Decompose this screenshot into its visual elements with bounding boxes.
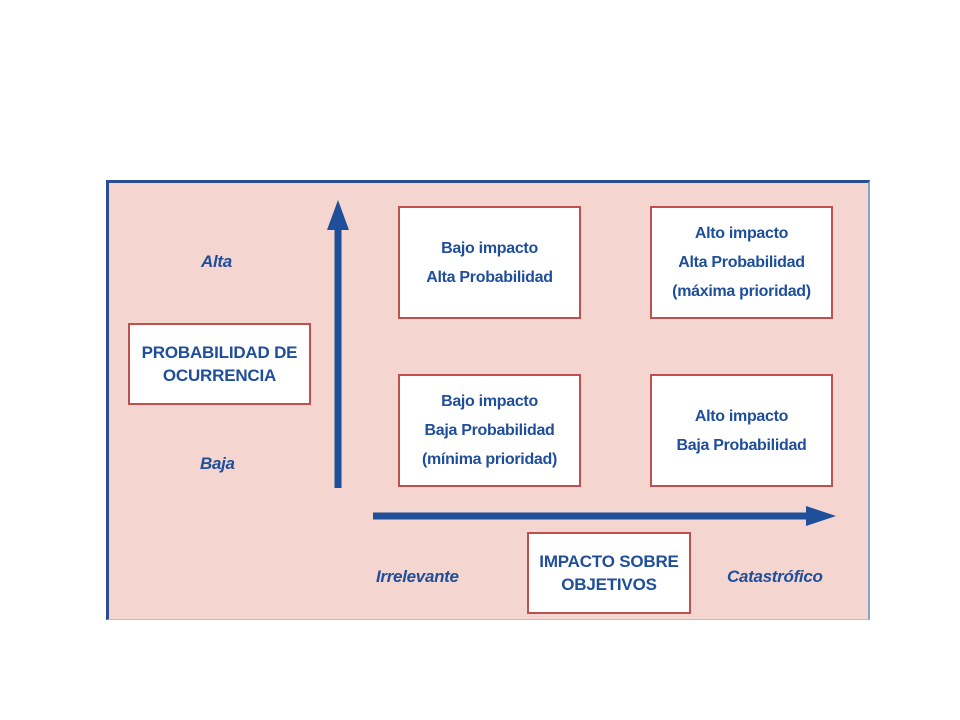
quadrant-bottom-right: Alto impacto Baja Probabilidad <box>650 374 833 487</box>
quadrant-text-line: Baja Probabilidad <box>424 422 555 439</box>
x-axis-title-line2: OBJETIVOS <box>561 575 657 594</box>
y-axis-high-label: Alta <box>201 252 232 271</box>
quadrant-bottom-left: Bajo impacto Baja Probabilidad (mínima p… <box>398 374 581 487</box>
y-axis-low-label: Baja <box>200 454 235 473</box>
x-axis-arrowhead <box>806 506 836 526</box>
x-axis-title-line1: IMPACTO SOBRE <box>539 552 679 571</box>
y-axis-arrowhead <box>327 200 349 230</box>
quadrant-text-line: (mínima prioridad) <box>421 451 558 468</box>
quadrant-top-left: Bajo impacto Alta Probabilidad <box>398 206 581 319</box>
y-axis-title-line2: OCURRENCIA <box>162 366 277 385</box>
y-axis-title-line1: PROBABILIDAD DE <box>141 343 298 362</box>
quadrant-text-line: Alto impacto <box>694 225 789 242</box>
x-axis-high-label: Catastrófico <box>727 567 823 586</box>
x-axis-low-label: Irrelevante <box>376 567 459 586</box>
quadrant-text-line: Alta Probabilidad <box>678 254 805 271</box>
quadrant-text-line: (máxima prioridad) <box>672 283 811 300</box>
quadrant-text-line: Bajo impacto <box>441 239 538 257</box>
x-axis-title-box: IMPACTO SOBRE OBJETIVOS <box>527 532 691 614</box>
y-axis-title-box: PROBABILIDAD DE OCURRENCIA <box>128 323 311 405</box>
quadrant-text-line: Baja Probabilidad <box>676 436 807 454</box>
quadrant-top-right: Alto impacto Alta Probabilidad (máxima p… <box>650 206 833 319</box>
quadrant-text-line: Alto impacto <box>694 407 789 425</box>
quadrant-text-line: Alta Probabilidad <box>426 268 553 286</box>
quadrant-text-line: Bajo impacto <box>441 393 538 410</box>
